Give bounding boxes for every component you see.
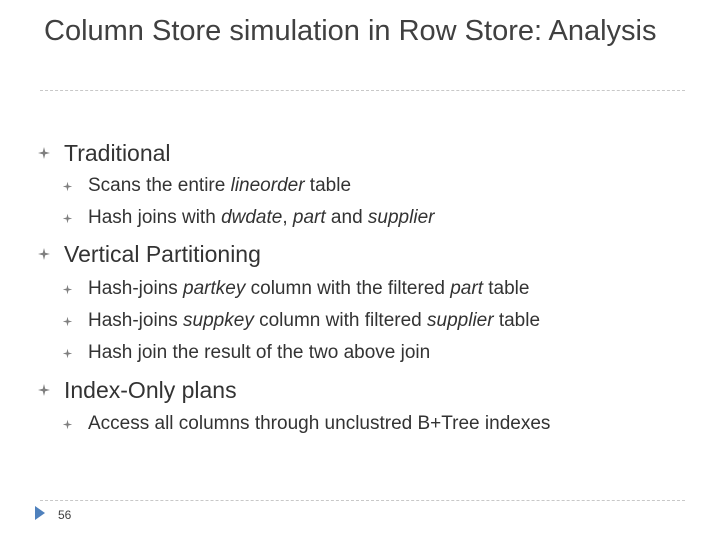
list-item: Access all columns through unclustred B+…	[88, 413, 551, 434]
cross-bullet-icon	[62, 284, 73, 295]
section-heading-index-only-plans: Index-Only plans	[64, 377, 237, 403]
title-divider	[40, 90, 685, 91]
list-item: Hash-joins suppkey column with filtered …	[88, 310, 541, 331]
footer-arrow-icon	[35, 506, 45, 520]
cross-bullet-icon	[38, 248, 50, 260]
cross-bullet-icon	[62, 181, 73, 192]
cross-bullet-icon	[62, 316, 73, 327]
page-number: 56	[58, 508, 72, 522]
section-heading-traditional: Traditional	[64, 140, 171, 166]
cross-bullet-icon	[62, 213, 73, 224]
slide-title: Column Store simulation in Row Store: An…	[44, 15, 657, 47]
cross-bullet-icon	[38, 147, 50, 159]
list-item: Hash joins with dwdate, part and supplie…	[88, 207, 435, 228]
list-item: Scans the entire lineorder table	[88, 175, 352, 196]
list-item: Hash join the result of the two above jo…	[88, 342, 431, 363]
cross-bullet-icon	[62, 348, 73, 359]
footer-divider	[40, 500, 685, 501]
list-item: Hash-joins partkey column with the filte…	[88, 278, 530, 299]
cross-bullet-icon	[38, 384, 50, 396]
cross-bullet-icon	[62, 419, 73, 430]
section-heading-vertical-partitioning: Vertical Partitioning	[64, 241, 261, 267]
